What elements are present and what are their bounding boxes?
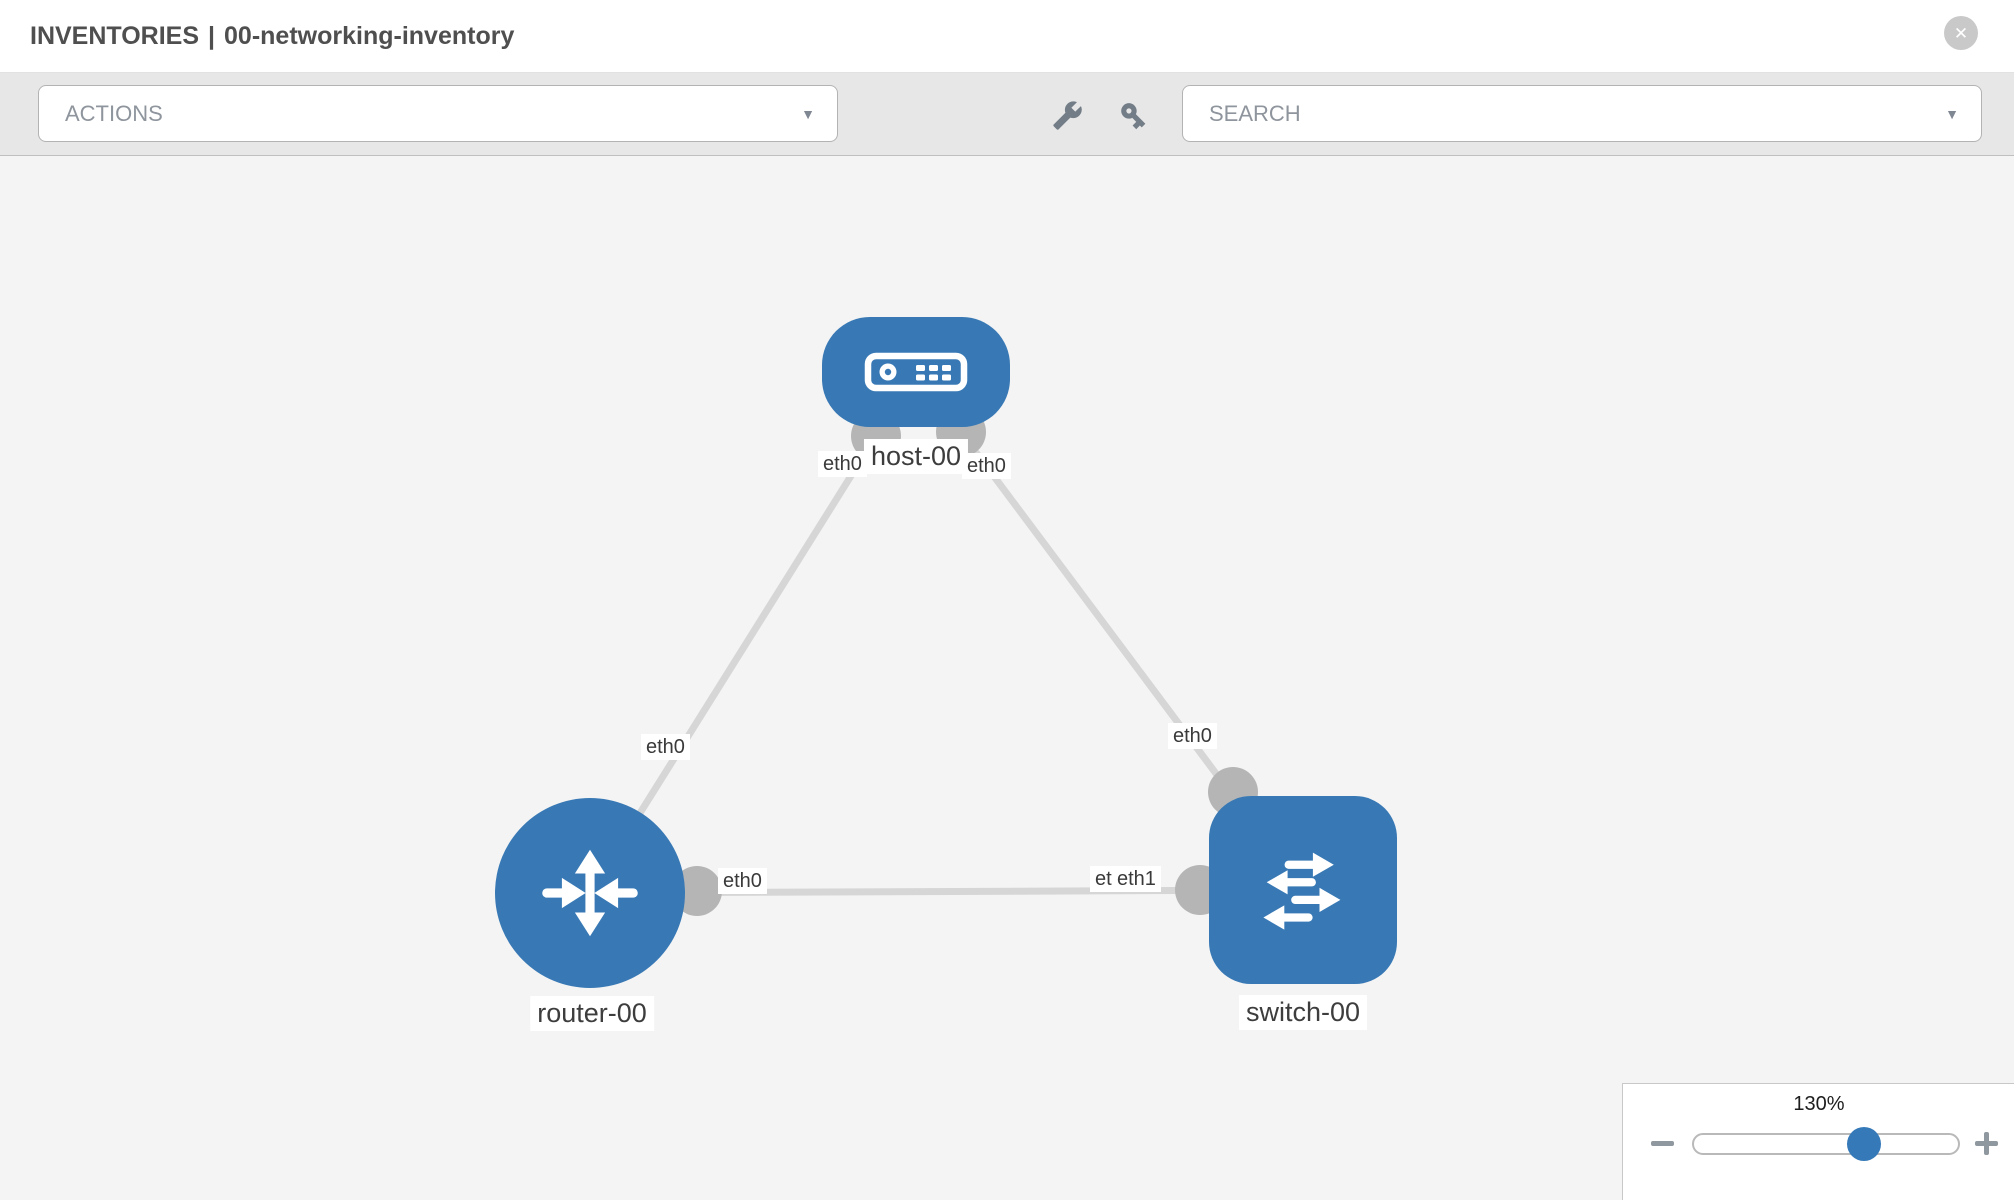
- interface-label: eth0: [641, 734, 690, 760]
- zoom-slider-handle[interactable]: [1847, 1126, 1882, 1161]
- node-label-host: host-00: [863, 439, 969, 475]
- breadcrumb-inventory-name: 00-networking-inventory: [224, 21, 515, 50]
- breadcrumb-section: INVENTORIES: [30, 21, 200, 50]
- node-label-switch: switch-00: [1238, 995, 1368, 1031]
- page-title: INVENTORIES | 00-networking-inventory: [30, 22, 514, 51]
- zoom-panel: 130%: [1622, 1083, 2014, 1200]
- zoom-level-value: 130%: [1793, 1093, 1845, 1115]
- zoom-out-button[interactable]: [1651, 1141, 1674, 1146]
- toolbar: ACTIONS ▼ SEARCH ▼: [0, 73, 2014, 156]
- interface-label: eth0: [1168, 723, 1217, 749]
- close-icon: ✕: [1953, 23, 1969, 43]
- interface-label: eth1: [1112, 866, 1161, 892]
- breadcrumb-separator: |: [208, 21, 216, 50]
- switch-icon: [1263, 852, 1341, 930]
- actions-select[interactable]: ACTIONS ▼: [38, 85, 838, 142]
- key-button[interactable]: [1116, 98, 1150, 132]
- zoom-in-button[interactable]: [1975, 1132, 1998, 1155]
- node-label-router: router-00: [530, 996, 654, 1032]
- wrench-icon: [1052, 100, 1082, 130]
- node-router-00[interactable]: [495, 798, 685, 988]
- topology-canvas[interactable]: host-00 router-00 switch-00 eth0 eth0 et…: [0, 156, 2014, 1200]
- router-icon: [542, 849, 638, 937]
- close-button[interactable]: ✕: [1944, 16, 1978, 50]
- search-placeholder: SEARCH: [1209, 100, 1301, 126]
- key-icon: [1120, 102, 1145, 129]
- chevron-down-icon: ▼: [801, 105, 815, 122]
- actions-select-label: ACTIONS: [65, 100, 163, 126]
- host-icon: [864, 352, 968, 392]
- node-switch-00[interactable]: [1209, 796, 1397, 984]
- zoom-slider[interactable]: [1692, 1126, 1960, 1161]
- interface-label: eth0: [818, 451, 867, 477]
- window-header: INVENTORIES | 00-networking-inventory ✕: [0, 0, 2014, 73]
- chevron-down-icon: ▼: [1945, 105, 1959, 122]
- node-host-00[interactable]: [822, 317, 1010, 427]
- interface-label: eth0: [962, 453, 1011, 479]
- interface-label: eth0: [718, 868, 767, 894]
- search-select[interactable]: SEARCH ▼: [1182, 85, 1982, 142]
- wrench-button[interactable]: [1050, 98, 1084, 132]
- links-layer: [587, 369, 1306, 897]
